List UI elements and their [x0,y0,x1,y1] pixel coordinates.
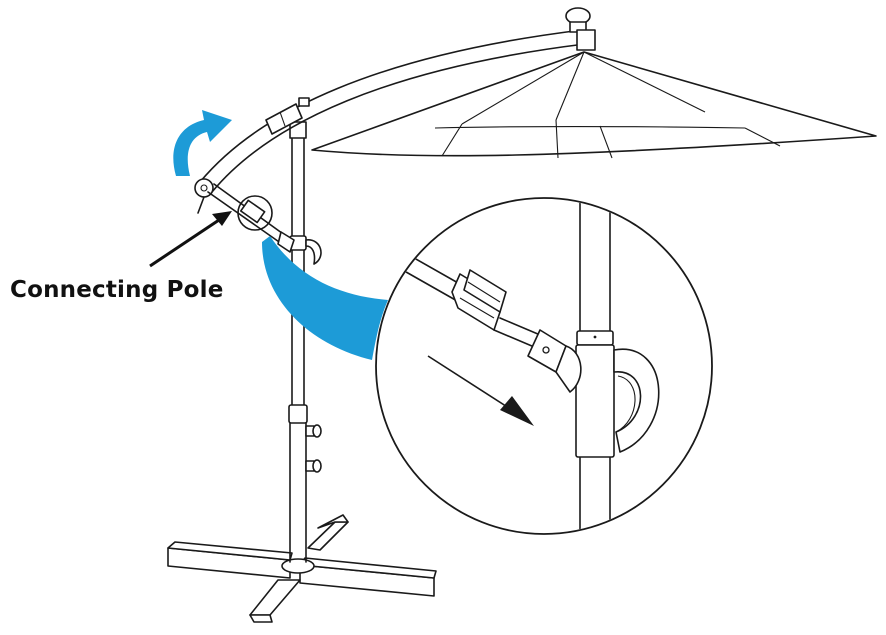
magnify-swoosh [262,236,388,360]
arrow-right-down-icon [427,355,534,426]
connecting-pole-label: Connecting Pole [10,277,224,303]
main-pole [288,121,322,563]
connecting-pole-small [207,183,295,253]
cross-base [167,514,437,623]
detail-inset [375,197,713,535]
arrow-up-right-icon [149,211,232,268]
pole-hook [305,239,322,265]
curved-arrow-icon [173,110,232,176]
canopy [311,7,877,159]
